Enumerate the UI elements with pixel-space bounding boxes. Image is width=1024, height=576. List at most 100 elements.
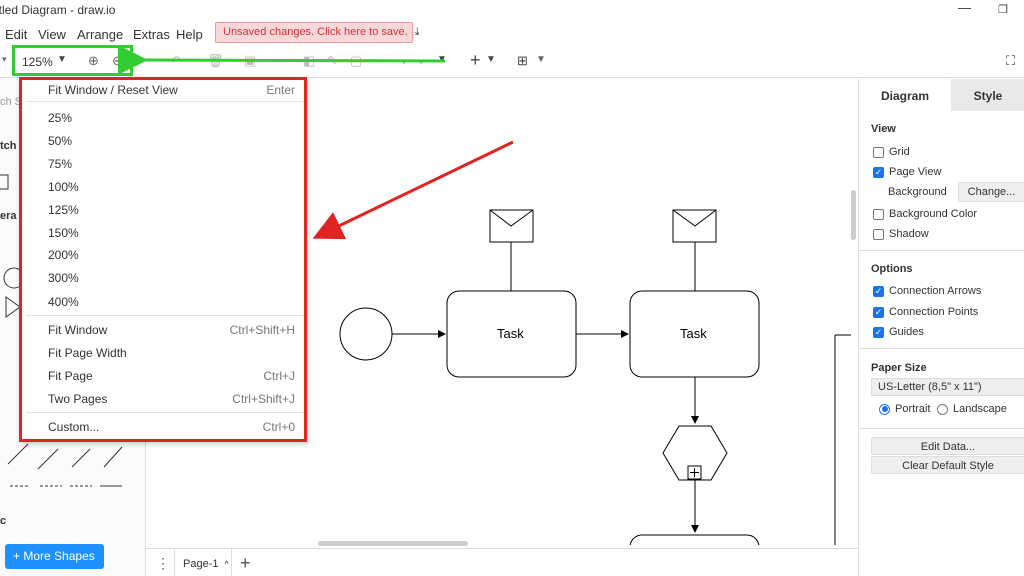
more-shapes-label: More Shapes xyxy=(23,549,95,563)
grid-check-box[interactable] xyxy=(873,146,884,158)
portrait-radio[interactable]: Portrait xyxy=(879,403,930,415)
menu-edit[interactable]: Edit xyxy=(5,27,28,42)
line-color-icon[interactable]: ✎ xyxy=(327,53,338,68)
task-label-1[interactable]: Task xyxy=(497,326,524,341)
waypoints-icon[interactable]: ⌐ xyxy=(420,53,428,68)
fullscreen-icon[interactable]: ⛶ xyxy=(1006,53,1016,68)
shadow-icon[interactable]: ▢ xyxy=(350,53,363,68)
horizontal-scrollbar[interactable] xyxy=(318,541,468,546)
unsaved-changes-button[interactable]: Unsaved changes. Click here to save. ⤓ xyxy=(215,22,420,43)
more-shapes-button[interactable]: + More Shapes xyxy=(5,544,104,569)
search-shapes-input[interactable]: ch S xyxy=(0,96,23,108)
menu-view[interactable]: View xyxy=(38,27,66,42)
connection-points-check-box[interactable]: ✓ xyxy=(873,306,884,318)
background-color-check-box[interactable] xyxy=(873,208,884,220)
connection-arrows-checkbox[interactable]: ✓Connection Arrows xyxy=(873,285,981,297)
shadow-check-box[interactable] xyxy=(873,228,884,240)
connection-points-checkbox[interactable]: ✓ Connection Points xyxy=(873,306,978,318)
connection-points-label: Connection Points xyxy=(889,306,979,318)
paper-size-heading: Paper Size xyxy=(871,362,927,374)
edit-data-button[interactable]: Edit Data... xyxy=(871,437,1024,455)
task-label-2[interactable]: Task xyxy=(680,326,707,341)
menu-separator xyxy=(26,315,304,316)
menu-item-zoom-100[interactable]: 100% xyxy=(48,180,79,194)
table-dropdown-icon[interactable]: ▼ xyxy=(536,54,546,65)
menu-item-label: Fit Page xyxy=(48,369,93,383)
menu-item-fit-page-width[interactable]: Fit Page Width xyxy=(48,346,300,368)
tab-style[interactable]: Style xyxy=(951,79,1024,111)
page-tab[interactable]: Page-1 ^ xyxy=(174,549,232,576)
tab-diagram[interactable]: Diagram xyxy=(859,79,951,111)
menu-item-zoom-150[interactable]: 150% xyxy=(48,226,79,240)
format-panel: Diagram Style View Grid ✓Page View Backg… xyxy=(858,79,1024,576)
menu-item-zoom-125[interactable]: 125% xyxy=(48,203,79,217)
background-color-checkbox[interactable]: Background Color xyxy=(873,208,977,220)
portrait-radio-button[interactable] xyxy=(879,403,890,415)
general-header[interactable]: era xyxy=(0,210,17,222)
vertical-scrollbar[interactable] xyxy=(851,190,856,240)
guides-checkbox[interactable]: ✓Guides xyxy=(873,326,924,338)
landscape-radio-button[interactable] xyxy=(937,403,948,415)
menu-item-zoom-25[interactable]: 25% xyxy=(48,111,73,125)
insert-dropdown-icon[interactable]: ▼ xyxy=(486,54,496,65)
menu-item-zoom-300[interactable]: 300% xyxy=(48,271,79,285)
fill-color-icon[interactable]: ◧ xyxy=(303,53,316,68)
paper-size-select[interactable]: US-Letter (8,5" x 11") xyxy=(871,378,1024,396)
menu-item-zoom-400[interactable]: 400% xyxy=(48,295,79,309)
landscape-radio[interactable]: Landscape xyxy=(937,403,1007,415)
menu-separator xyxy=(26,101,304,102)
background-color-label: Background Color xyxy=(889,208,978,220)
insert-icon[interactable]: + xyxy=(470,50,481,70)
menu-item-zoom-200[interactable]: 200% xyxy=(48,248,79,262)
pages-menu-icon[interactable]: ⋮ xyxy=(156,555,170,571)
change-background-button[interactable]: Change... xyxy=(958,182,1024,202)
to-front-icon[interactable]: ▣ xyxy=(244,53,257,68)
caret-icon: ▾ xyxy=(2,54,7,64)
add-page-icon[interactable]: + xyxy=(240,553,251,573)
page-tab-caret-icon[interactable]: ^ xyxy=(224,559,229,569)
panel-divider xyxy=(859,250,1024,251)
grid-checkbox[interactable]: Grid xyxy=(873,146,910,158)
menu-help[interactable]: Help xyxy=(176,27,203,42)
shadow-label: Shadow xyxy=(889,228,929,240)
grid-label: Grid xyxy=(889,146,910,158)
menu-item-zoom-75[interactable]: 75% xyxy=(48,157,73,171)
page-view-check-box[interactable]: ✓ xyxy=(873,166,884,178)
menu-arrange[interactable]: Arrange xyxy=(77,27,124,42)
zoom-dropdown-icon[interactable]: ▼ xyxy=(57,54,67,65)
zoom-in-icon[interactable]: ⊕ xyxy=(88,53,99,68)
menu-extras[interactable]: Extras xyxy=(133,27,170,42)
misc-header[interactable]: c xyxy=(0,515,7,527)
diagram-svg xyxy=(339,209,851,545)
scratchpad-header[interactable]: tch xyxy=(0,140,17,152)
undo-icon[interactable]: ↶ xyxy=(170,53,181,68)
title-bar: itled Diagram - draw.io — ❐ xyxy=(0,0,1024,22)
menu-item-custom[interactable]: Custom...Ctrl+0 xyxy=(48,420,300,442)
zoom-out-icon[interactable]: ⊖ xyxy=(112,53,123,68)
shadow-checkbox[interactable]: Shadow xyxy=(873,228,929,240)
zoom-value[interactable]: 125% xyxy=(22,55,53,69)
toolbar: ▾ ▼ ⊕ ⊖ ↶ 🗑 ▣ ◧ ✎ ▢ ⤳ ⌐ ▼ + ▼ ⊞ ▼ ⛶ xyxy=(0,46,1024,78)
guides-check-box[interactable]: ✓ xyxy=(873,326,884,338)
clear-default-style-button[interactable]: Clear Default Style xyxy=(871,456,1024,474)
restore-icon[interactable]: ❐ xyxy=(998,4,1008,16)
menu-item-shortcut: Ctrl+0 xyxy=(262,420,295,434)
menu-item-shortcut: Ctrl+Shift+H xyxy=(229,323,295,337)
menu-separator xyxy=(26,412,304,413)
waypoints-dropdown-icon[interactable]: ▼ xyxy=(437,54,447,65)
menu-item-label: Fit Window / Reset View xyxy=(48,83,178,97)
page-view-checkbox[interactable]: ✓Page View xyxy=(873,166,941,178)
connection-icon[interactable]: ⤳ xyxy=(396,53,407,68)
minimize-icon[interactable]: — xyxy=(958,0,971,15)
connection-arrows-check-box[interactable]: ✓ xyxy=(873,285,884,297)
menu-item-zoom-50[interactable]: 50% xyxy=(48,134,73,148)
delete-icon[interactable]: 🗑 xyxy=(207,53,224,68)
menu-item-label: Two Pages xyxy=(48,392,108,406)
page-bar: ⋮ Page-1 ^ + xyxy=(146,548,858,576)
table-icon[interactable]: ⊞ xyxy=(517,53,528,68)
